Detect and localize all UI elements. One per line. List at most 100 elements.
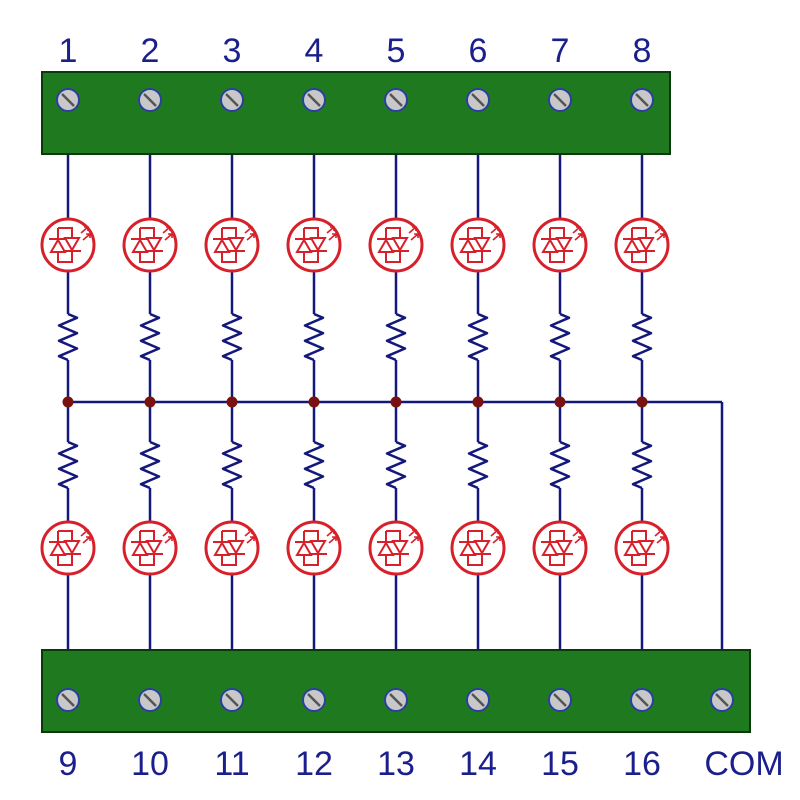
screw-slot [225,93,239,107]
junction-dot-1 [62,396,74,408]
junction-dot-3 [226,396,238,408]
screw-icon-top-7 [548,88,572,112]
screw-icon-bottom-3 [220,688,244,712]
led-leads [385,227,401,263]
screw-slot [389,93,403,107]
led-lower-5 [368,520,424,576]
led-leads [467,227,483,263]
resistor-zigzag [139,312,161,362]
screw-icon-bottom-7 [548,688,572,712]
terminal-blocks [41,71,751,733]
screw-slot [61,693,75,707]
junction-dot-7 [554,396,566,408]
led-lower-3 [204,520,260,576]
top-terminal-block [41,71,671,155]
top-terminal-label: 7 [551,32,570,70]
led-lower-2 [122,520,178,576]
led-leads [221,227,237,263]
resistor-lower-6 [466,440,490,490]
led-lower-6 [450,520,506,576]
top-terminal-label: 8 [633,32,652,70]
screw-icon-bottom-9 [710,688,734,712]
resistor-upper-8 [630,312,654,362]
resistor-zigzag [221,440,243,490]
led-light-arrows [162,529,173,544]
resistor-upper-6 [466,312,490,362]
led-upper-5 [368,217,424,273]
screw-slot [471,93,485,107]
bottom-terminal-label: 14 [459,745,497,783]
led-upper-4 [286,217,342,273]
junction-dot-5 [390,396,402,408]
screw-icon-bottom-4 [302,688,326,712]
led-upper-8 [614,217,670,273]
resistor-zigzag [467,312,489,362]
resistor-zigzag [385,312,407,362]
led-lower-4 [286,520,342,576]
screw-slot [143,93,157,107]
resistor-lower-8 [630,440,654,490]
bottom-terminal-label: 16 [623,745,661,783]
resistor-lower-4 [302,440,326,490]
bottom-terminal-label: 15 [541,745,579,783]
junction-dot-6 [472,396,484,408]
resistor-zigzag [221,312,243,362]
screw-slot [553,93,567,107]
top-terminal-label: 1 [59,32,78,70]
screw-slot [225,693,239,707]
led-leads [631,530,647,566]
screw-slot [143,693,157,707]
screw-slot [635,693,649,707]
screw-icon-top-5 [384,88,408,112]
led-leads [549,530,565,566]
junction-dot-8 [636,396,648,408]
screw-slot [715,693,729,707]
led-leads [467,530,483,566]
led-light-arrows [80,529,91,544]
screw-icon-top-8 [630,88,654,112]
resistor-upper-4 [302,312,326,362]
led-leads [57,227,73,263]
resistor-lower-5 [384,440,408,490]
top-terminal-label: 4 [305,32,324,70]
led-light-arrows [408,226,419,241]
resistor-zigzag [57,312,79,362]
resistor-zigzag [549,312,571,362]
junction-dot-4 [308,396,320,408]
screw-slot [471,693,485,707]
led-lower-8 [614,520,670,576]
led-light-arrows [162,226,173,241]
bottom-terminal-label: COM [704,745,783,783]
led-upper-6 [450,217,506,273]
screw-slot [307,93,321,107]
led-upper-2 [122,217,178,273]
led-light-arrows [572,226,583,241]
resistor-zigzag [631,440,653,490]
led-leads [303,530,319,566]
led-light-arrows [326,226,337,241]
led-light-arrows [572,529,583,544]
led-light-arrows [244,529,255,544]
resistor-zigzag [549,440,571,490]
resistor-upper-3 [220,312,244,362]
bottom-terminal-label: 11 [214,745,249,783]
screw-slot [389,693,403,707]
led-leads [221,530,237,566]
resistor-lower-2 [138,440,162,490]
led-light-arrows [326,529,337,544]
led-upper-7 [532,217,588,273]
resistor-zigzag [303,440,325,490]
screw-icon-top-4 [302,88,326,112]
resistor-upper-5 [384,312,408,362]
led-light-arrows [244,226,255,241]
resistor-zigzag [303,312,325,362]
screw-icon-top-3 [220,88,244,112]
led-light-arrows [80,226,91,241]
led-light-arrows [408,529,419,544]
resistor-zigzag [385,440,407,490]
bottom-terminal-label: 12 [295,745,333,783]
screw-icon-top-1 [56,88,80,112]
screw-icon-top-2 [138,88,162,112]
resistor-upper-1 [56,312,80,362]
